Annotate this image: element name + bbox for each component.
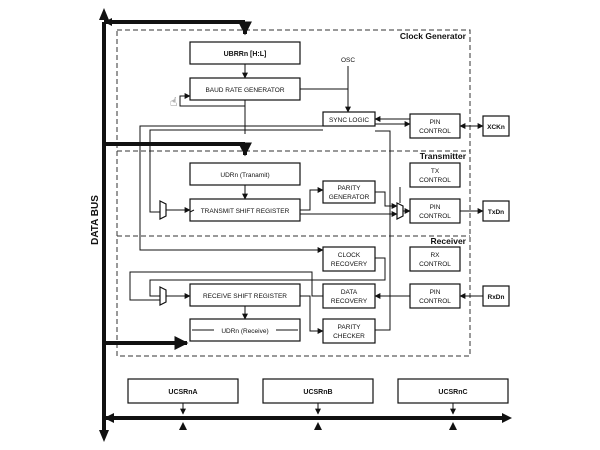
tx-control-block: TX CONTROL xyxy=(409,162,461,188)
pin-control-rx-block: PIN CONTROL xyxy=(409,283,461,309)
signal-lines xyxy=(129,64,484,430)
pin-control-tx-line2: CONTROL xyxy=(419,213,451,220)
clock-generator-section xyxy=(116,29,471,357)
clock-recovery-line1: CLOCK xyxy=(338,252,361,259)
clock-recovery-line2: RECOVERY xyxy=(331,261,368,268)
ubrr-block: UBRRn [H:L] xyxy=(189,41,301,65)
parity-generator-line2: GENERATOR xyxy=(329,194,370,201)
sync-logic-block: SYNC LOGIC xyxy=(322,111,376,127)
rxd-pin: RxDn xyxy=(482,285,510,307)
udr-receive-block: UDRn (Receive) xyxy=(189,318,301,342)
ubrr-label: UBRRn [H:L] xyxy=(224,51,267,58)
udr-transmit-block: UDRn (Tranamit) xyxy=(189,162,301,186)
parity-generator-block: PARITY GENERATOR xyxy=(322,180,376,204)
pin-control-clock-block: PIN CONTROL xyxy=(409,113,461,139)
txd-pin: TxDn xyxy=(482,200,510,222)
baud-rate-generator-label: BAUD RATE GENERATOR xyxy=(205,87,284,94)
parity-checker-line2: CHECKER xyxy=(333,333,365,340)
rx-control-block: RX CONTROL xyxy=(409,246,461,272)
receiver-title: Receiver xyxy=(431,236,467,246)
pin-control-rx-line1: PIN xyxy=(430,289,441,296)
data-bus xyxy=(99,8,512,442)
parity-checker-block: PARITY CHECKER xyxy=(322,318,376,344)
pin-control-rx-line2: CONTROL xyxy=(419,298,451,305)
hand-cursor-icon: ☝ xyxy=(170,95,177,109)
ucsrb-register: UCSRnB xyxy=(262,378,374,404)
data-bus-label: DATA BUS xyxy=(90,195,101,245)
transmit-shift-register-block: TRANSMIT SHIFT REGISTER xyxy=(189,198,301,222)
ucsrc-label: UCSRnC xyxy=(438,389,467,396)
rx-control-line2: CONTROL xyxy=(419,261,451,268)
receive-shift-register-label: RECEIVE SHIFT REGISTER xyxy=(203,293,287,300)
xck-label: XCKn xyxy=(487,124,505,131)
tx-control-line1: TX xyxy=(431,168,440,175)
rx-mux xyxy=(159,286,167,306)
pin-control-clock-line1: PIN xyxy=(430,119,441,126)
udr-receive-label: UDRn (Receive) xyxy=(221,328,268,335)
sync-logic-label: SYNC LOGIC xyxy=(329,117,369,124)
osc-label: OSC xyxy=(341,57,355,64)
transmitter-title: Transmitter xyxy=(420,151,467,161)
data-recovery-block: DATA RECOVERY xyxy=(322,283,376,309)
xck-pin: XCKn xyxy=(482,115,510,137)
baud-rate-generator-block: BAUD RATE GENERATOR xyxy=(189,77,301,101)
tx-mux xyxy=(159,200,167,220)
rxd-label: RxDn xyxy=(488,294,505,301)
transmit-shift-register-label: TRANSMIT SHIFT REGISTER xyxy=(201,208,290,215)
ucsra-label: UCSRnA xyxy=(168,389,197,396)
udr-transmit-label: UDRn (Tranamit) xyxy=(220,172,269,179)
parity-generator-line1: PARITY xyxy=(338,185,362,192)
tx-output-mux xyxy=(396,202,404,220)
ucsrb-label: UCSRnB xyxy=(303,389,332,396)
clock-generator-title: Clock Generator xyxy=(400,31,467,41)
receive-shift-register-block: RECEIVE SHIFT REGISTER xyxy=(189,283,301,307)
rx-control-line1: RX xyxy=(430,252,440,259)
ucsra-register: UCSRnA xyxy=(127,378,239,404)
clock-recovery-block: CLOCK RECOVERY xyxy=(322,246,376,272)
tx-control-line2: CONTROL xyxy=(419,177,451,184)
pin-control-tx-block: PIN CONTROL xyxy=(409,198,461,224)
data-recovery-line1: DATA xyxy=(341,289,358,296)
parity-checker-line1: PARITY xyxy=(338,324,362,331)
pin-control-tx-line1: PIN xyxy=(430,204,441,211)
ucsrc-register: UCSRnC xyxy=(397,378,509,404)
data-recovery-line2: RECOVERY xyxy=(331,298,368,305)
txd-label: TxDn xyxy=(488,209,504,216)
pin-control-clock-line2: CONTROL xyxy=(419,128,451,135)
